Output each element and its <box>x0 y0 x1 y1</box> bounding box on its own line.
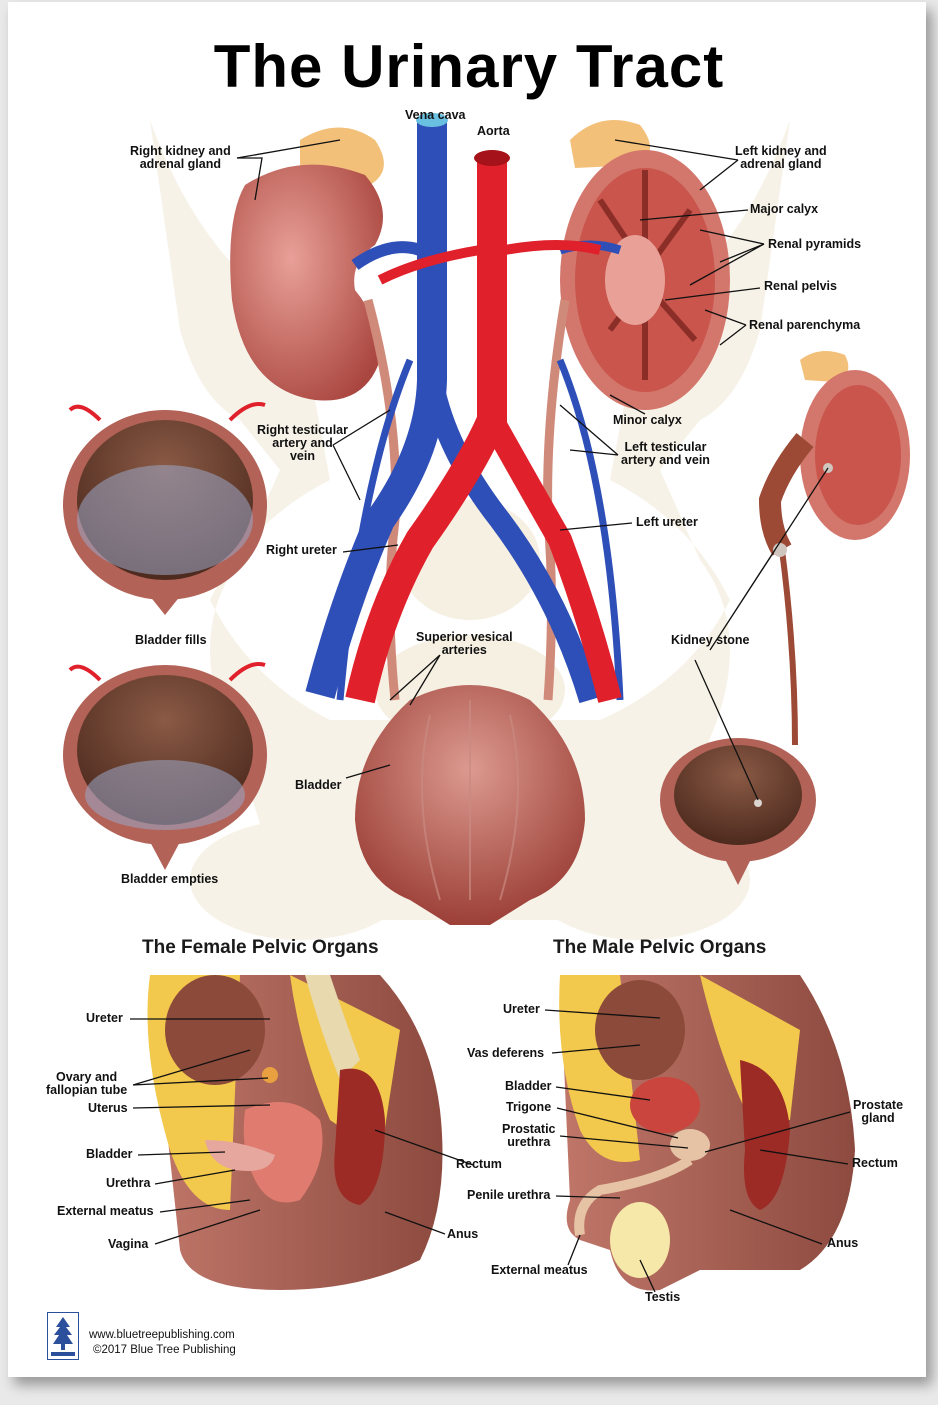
female-section-heading: The Female Pelvic Organs <box>142 937 379 958</box>
female-pelvis-illustration <box>147 975 443 1290</box>
footer-website[interactable]: www.bluetreepublishing.com <box>89 1329 235 1341</box>
label-female-anus: Anus <box>447 1227 479 1241</box>
label-female-ovary: Ovary and fallopian tube <box>46 1070 128 1097</box>
label-male-prostate: Prostate gland <box>853 1098 904 1125</box>
main-bladder <box>355 685 585 925</box>
label-kidney-stone: Kidney stone <box>671 633 750 647</box>
vena-cava <box>305 120 624 704</box>
label-male-penile-urethra: Penile urethra <box>467 1188 551 1202</box>
aorta-top <box>474 150 510 166</box>
label-male-anus: Anus <box>827 1236 859 1250</box>
label-right-kidney: Right kidney and adrenal gland <box>130 144 231 171</box>
label-left-ureter: Left ureter <box>636 515 698 529</box>
label-bladder-empties: Bladder empties <box>121 872 219 886</box>
bladder-fills-illustration <box>63 402 267 615</box>
label-superior-vesical: Superior vesical arteries <box>416 630 513 657</box>
label-right-ureter: Right ureter <box>266 543 337 557</box>
label-female-vagina: Vagina <box>108 1237 149 1251</box>
label-renal-pyramids: Renal pyramids <box>768 237 862 251</box>
male-section-heading: The Male Pelvic Organs <box>553 937 767 958</box>
label-male-ureter: Ureter <box>503 1002 540 1016</box>
label-male-bladder: Bladder <box>505 1079 552 1093</box>
left-kidney-section <box>560 120 730 410</box>
label-female-rectum: Rectum <box>456 1157 502 1171</box>
label-minor-calyx: Minor calyx <box>613 413 682 427</box>
label-male-testis: Testis <box>645 1290 681 1304</box>
label-bladder-fills: Bladder fills <box>135 633 207 647</box>
label-female-urethra: Urethra <box>106 1176 151 1190</box>
label-male-external-meatus: External meatus <box>491 1263 588 1277</box>
label-male-vas-deferens: Vas deferens <box>467 1046 545 1060</box>
label-major-calyx: Major calyx <box>750 202 819 216</box>
label-female-external-meatus: External meatus <box>57 1204 154 1218</box>
publisher-logo <box>47 1312 79 1360</box>
label-bladder: Bladder <box>295 778 342 792</box>
male-pelvis-illustration <box>559 975 855 1291</box>
label-renal-parenchyma: Renal parenchyma <box>749 318 861 332</box>
label-female-uterus: Uterus <box>88 1101 128 1115</box>
label-vena-cava: Vena cava <box>405 108 466 122</box>
aorta <box>345 158 622 704</box>
bladder-empties-illustration <box>63 662 267 870</box>
label-left-kidney: Left kidney and adrenal gland <box>735 144 827 171</box>
label-left-testicular: Left testicular artery and vein <box>621 440 710 467</box>
label-male-rectum: Rectum <box>852 1156 898 1170</box>
leader-lines <box>130 139 851 1293</box>
label-male-trigone: Trigone <box>506 1100 552 1114</box>
right-kidney <box>230 127 384 401</box>
label-right-testicular: Right testicular artery and vein <box>257 423 348 463</box>
poster-title: The Urinary Tract <box>213 33 725 100</box>
footer-copyright: ©2017 Blue Tree Publishing <box>93 1344 236 1356</box>
label-male-prostatic-urethra: Prostatic urethra <box>502 1122 556 1149</box>
tree-icon <box>51 1317 75 1356</box>
label-female-bladder: Bladder <box>86 1147 133 1161</box>
label-aorta: Aorta <box>477 124 510 138</box>
label-renal-pelvis: Renal pelvis <box>764 279 837 293</box>
label-female-ureter: Ureter <box>86 1011 123 1025</box>
kidney-stone-illustration <box>660 351 910 885</box>
vena-cava-top <box>416 113 448 127</box>
